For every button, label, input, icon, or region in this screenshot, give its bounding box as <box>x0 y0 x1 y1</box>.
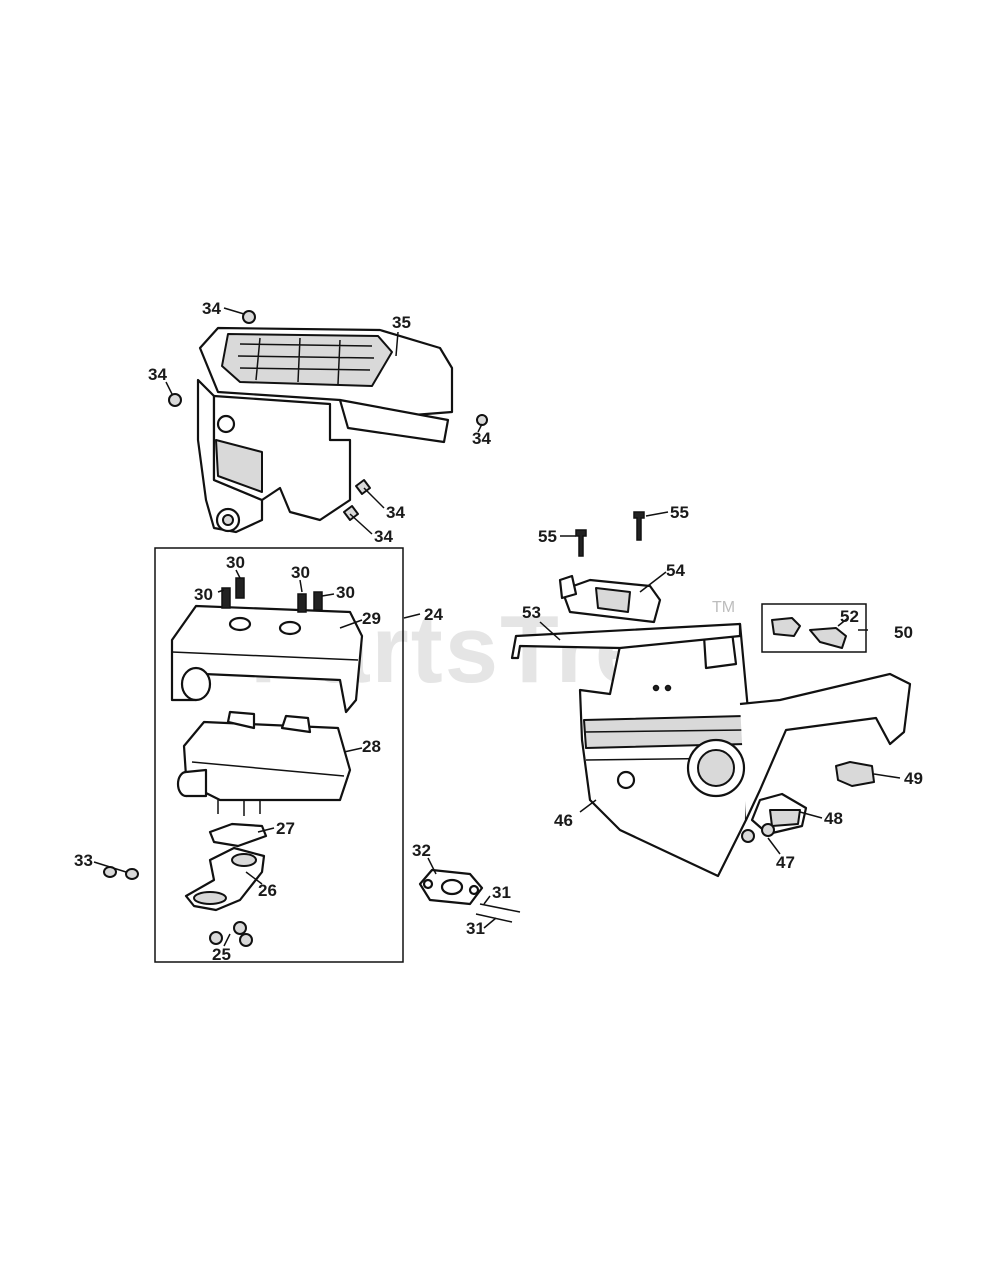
callout-34: 34 <box>148 365 167 384</box>
part-30-screws <box>221 577 323 613</box>
part-49-primer <box>835 761 875 787</box>
part-54-switch-box <box>558 574 662 624</box>
part-53-bracket <box>510 622 742 660</box>
callout-55: 55 <box>670 503 689 522</box>
callout-47: 47 <box>776 853 795 872</box>
part-27-gasket <box>208 822 268 848</box>
callout-54: 54 <box>666 561 685 580</box>
part-32-gasket <box>418 868 484 906</box>
callout-50: 50 <box>894 623 913 642</box>
callout-28: 28 <box>362 737 381 756</box>
part-52-key <box>771 617 847 649</box>
part-48-knob <box>750 792 808 836</box>
callout-55: 55 <box>538 527 557 546</box>
part-46-shroud <box>578 622 912 878</box>
part-26-exhaust-elbow <box>184 846 266 912</box>
callout-34: 34 <box>374 527 393 546</box>
kit-24-outline <box>154 547 404 963</box>
part-28-muffler <box>176 710 352 816</box>
callout-35: 35 <box>392 313 411 332</box>
callout-31: 31 <box>466 919 485 938</box>
callout-26: 26 <box>258 881 277 900</box>
callout-53: 53 <box>522 603 541 622</box>
callout-30: 30 <box>336 583 355 602</box>
callout-24: 24 <box>424 605 443 624</box>
callout-25: 25 <box>212 945 231 964</box>
callout-48: 48 <box>824 809 843 828</box>
callout-30: 30 <box>291 563 310 582</box>
part-31-studs <box>475 903 521 923</box>
callout-30: 30 <box>226 553 245 572</box>
callout-34: 34 <box>202 299 221 318</box>
watermark-trademark: TM <box>712 599 735 616</box>
part-33-plugs <box>103 866 139 880</box>
callout-32: 32 <box>412 841 431 860</box>
callout-labels: 34 34 35 34 34 34 30 30 30 30 29 24 28 2… <box>74 299 923 964</box>
callout-34: 34 <box>472 429 491 448</box>
callout-30: 30 <box>194 585 213 604</box>
callout-33: 33 <box>74 851 93 870</box>
leader-lines <box>93 307 901 947</box>
part-47-nuts <box>741 823 775 843</box>
part-25-nuts <box>209 921 253 947</box>
callout-27: 27 <box>276 819 295 838</box>
kit-50-outline <box>761 603 867 653</box>
part-55-bolts <box>575 511 645 557</box>
callout-49: 49 <box>904 769 923 788</box>
callout-29: 29 <box>362 609 381 628</box>
part-35-blower-housing <box>196 326 454 534</box>
callout-31: 31 <box>492 883 511 902</box>
callout-46: 46 <box>554 811 573 830</box>
callout-52: 52 <box>840 607 859 626</box>
callout-34: 34 <box>386 503 405 522</box>
